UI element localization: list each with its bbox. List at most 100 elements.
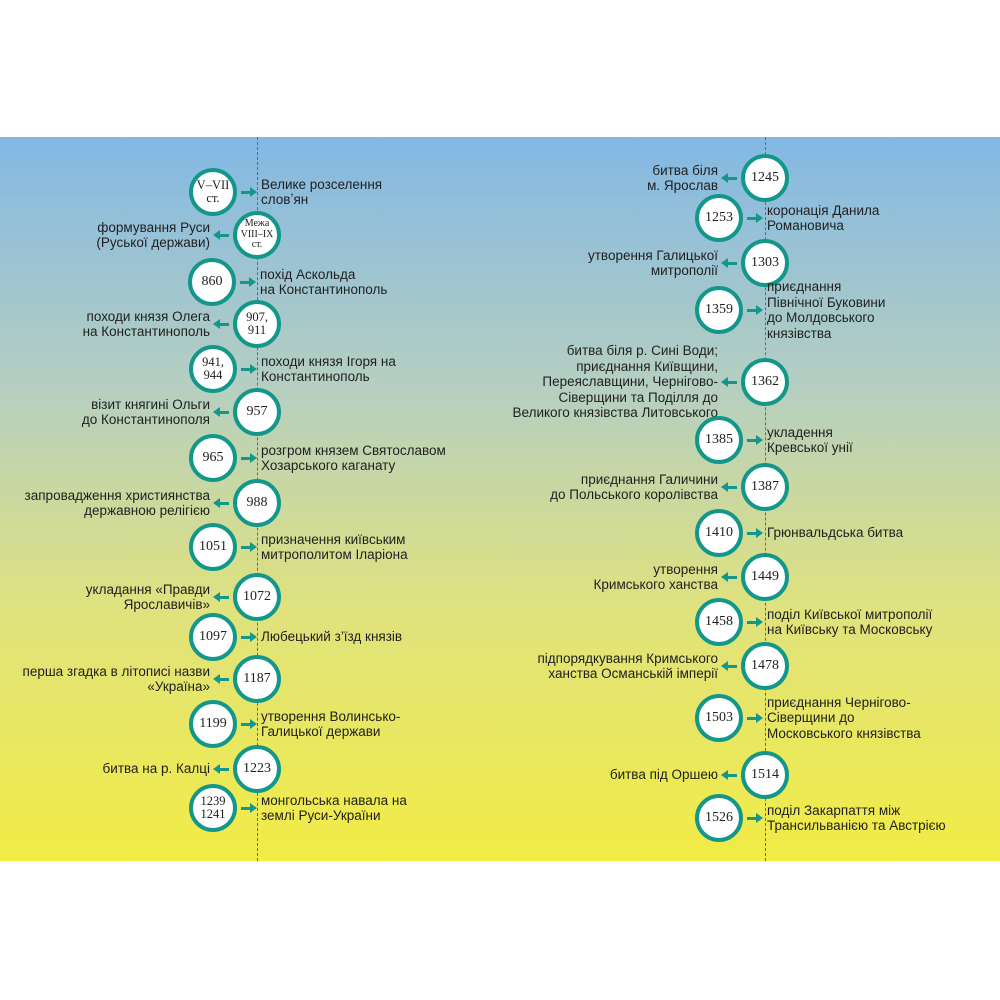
date-circle: V–VII ст.: [189, 168, 237, 216]
arrow-right-icon: [241, 803, 257, 812]
event-label: утворення Галицької митрополії: [587, 247, 718, 279]
arrow-left-icon: [721, 661, 737, 670]
arrow-right-icon: [241, 187, 257, 196]
event-label: приєднання Чернігово- Сіверщини до Моско…: [767, 694, 921, 741]
event-date: 907, 911: [246, 309, 268, 337]
arrow-right-icon: [241, 364, 257, 373]
arrow-left-icon: [721, 377, 737, 386]
arrow-right-icon: [241, 719, 257, 728]
event-label: похід Аскольда на Константинополь: [260, 266, 388, 298]
arrow-right-icon: [240, 277, 256, 286]
event-date: 1410: [705, 525, 733, 540]
event-label: приєднання Північної Буковини до Молдовс…: [767, 279, 886, 341]
event-date: Межа VIII–IX ст.: [240, 218, 274, 251]
event-label: Любецький з’їзд князів: [261, 629, 403, 645]
event-label: Грюнвальдська битва: [767, 525, 904, 541]
event-label: укладання «Правди Ярославичів»: [85, 581, 210, 613]
event-label: укладення Кревської унії: [767, 424, 853, 456]
date-circle: 1387: [741, 463, 789, 511]
event-date: 988: [246, 495, 268, 510]
event-date: 1449: [751, 569, 779, 584]
event-date: 1199: [199, 716, 227, 731]
date-circle: 1239 1241: [189, 784, 237, 832]
event-date: 1253: [705, 210, 733, 225]
date-circle: 965: [189, 434, 237, 482]
date-circle: 1362: [741, 358, 789, 406]
event-label: битва біля р. Сині Води; приєднання Київ…: [512, 343, 718, 421]
arrow-left-icon: [213, 674, 229, 683]
event-label: формування Руси (Руської держави): [96, 219, 210, 251]
event-date: 1359: [705, 302, 733, 317]
arrow-right-icon: [747, 713, 763, 722]
arrow-right-icon: [241, 632, 257, 641]
event-date: 1387: [751, 479, 779, 494]
arrow-left-icon: [213, 498, 229, 507]
arrow-left-icon: [213, 764, 229, 773]
arrow-left-icon: [721, 173, 737, 182]
date-circle: 1245: [741, 154, 789, 202]
event-date: 1303: [751, 255, 779, 270]
event-label: поділ Київської митрополії на Київську т…: [767, 606, 933, 638]
arrow-left-icon: [213, 319, 229, 328]
event-label: розгром князем Святославом Хозарського к…: [261, 442, 446, 474]
date-circle: 1359: [695, 286, 743, 334]
date-circle: 957: [233, 388, 281, 436]
event-label: поділ Закарпаття між Трансильванією та А…: [767, 802, 946, 834]
event-label: походи князя Олега на Константинополь: [82, 308, 210, 340]
date-circle: 1097: [189, 613, 237, 661]
arrow-left-icon: [213, 407, 229, 416]
event-date: 1072: [243, 589, 271, 604]
event-date: 1187: [243, 671, 271, 686]
arrow-right-icon: [747, 305, 763, 314]
date-circle: 1478: [741, 642, 789, 690]
event-label: битва під Оршею: [609, 767, 718, 783]
event-date: 1526: [705, 810, 733, 825]
arrow-left-icon: [721, 482, 737, 491]
event-date: 1458: [705, 614, 733, 629]
date-circle: 1503: [695, 694, 743, 742]
event-date: 1223: [243, 761, 271, 776]
event-label: походи князя Ігоря на Константинополь: [261, 353, 396, 385]
event-date: 1503: [705, 710, 733, 725]
date-circle: 1072: [233, 573, 281, 621]
arrow-right-icon: [747, 528, 763, 537]
date-circle: 1458: [695, 598, 743, 646]
date-circle: 1051: [189, 523, 237, 571]
event-label: битва біля м. Ярослав: [647, 162, 718, 194]
event-label: утворення Волинсько- Галицької держави: [261, 708, 401, 740]
event-date: 965: [202, 450, 224, 465]
date-circle: 1303: [741, 239, 789, 287]
arrow-right-icon: [241, 453, 257, 462]
event-label: візит княгині Ольги до Константинополя: [81, 396, 210, 428]
event-date: 1514: [751, 767, 779, 782]
arrow-left-icon: [213, 230, 229, 239]
event-date: 1362: [751, 374, 779, 389]
event-label: запровадження християнства державною рел…: [24, 487, 210, 519]
date-circle: 941, 944: [189, 345, 237, 393]
arrow-left-icon: [721, 572, 737, 581]
event-date: 957: [246, 404, 268, 419]
event-label: призначення київським митрополитом Іларі…: [261, 531, 408, 563]
date-circle: 1449: [741, 553, 789, 601]
date-circle: 1514: [741, 751, 789, 799]
event-label: битва на р. Калці: [102, 761, 210, 777]
event-date: 1239 1241: [200, 793, 226, 821]
event-date: 1478: [751, 658, 779, 673]
arrow-right-icon: [241, 542, 257, 551]
date-circle: 988: [233, 479, 281, 527]
arrow-right-icon: [747, 813, 763, 822]
event-date: 860: [201, 274, 223, 289]
arrow-left-icon: [213, 592, 229, 601]
timeline-background: [0, 137, 1000, 861]
date-circle: 1199: [189, 700, 237, 748]
event-date: 1051: [199, 539, 227, 554]
arrow-right-icon: [747, 435, 763, 444]
date-circle: 860: [188, 258, 236, 306]
event-label: монгольська навала на землі Руси-України: [261, 792, 407, 824]
event-label: коронація Данила Романовича: [767, 202, 880, 234]
event-label: утворення Кримського ханства: [593, 561, 718, 593]
date-circle: 1385: [695, 416, 743, 464]
event-date: 1097: [199, 629, 227, 644]
arrow-right-icon: [747, 617, 763, 626]
date-circle: Межа VIII–IX ст.: [233, 211, 281, 259]
